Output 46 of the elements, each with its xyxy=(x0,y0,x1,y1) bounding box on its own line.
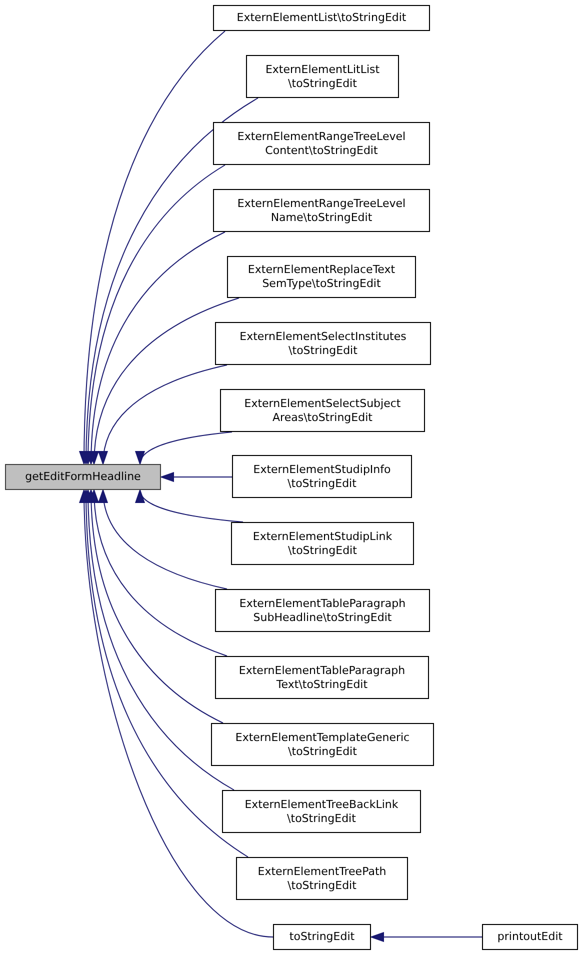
arrow xyxy=(90,298,240,464)
function-name: ExternElementRangeTreeLevel Name\toStringEdit xyxy=(236,196,407,224)
function-box xyxy=(213,189,430,232)
function-name: ExternElementStudipLink \toStringEdit xyxy=(252,530,394,558)
function-name: ExternElementTreePath \toStringEdit xyxy=(256,864,388,892)
function-name: ExternElementTreeBackLink \toStringEdit xyxy=(244,798,400,826)
function-box xyxy=(213,5,430,31)
function-box xyxy=(246,55,399,98)
function-box xyxy=(215,322,431,365)
function-name: ExternElementRangeTreeLevel Content\toStringEdit xyxy=(236,130,407,158)
function-name: printoutEdit xyxy=(497,930,563,944)
arrow xyxy=(138,432,232,464)
arrow xyxy=(86,490,224,724)
function-name: ExternElementTemplateGeneric \toStringEdit xyxy=(234,730,411,758)
function-name: ExternElementTableParagraph Text\toStringEdit xyxy=(238,664,406,692)
function-name: ExternElementTableParagraph SubHeadline\toStringEdit xyxy=(238,596,407,624)
arrow xyxy=(370,932,482,942)
function-name: ExternElementList\toStringEdit xyxy=(236,11,406,25)
function-name: ExternElementStudipInfo \toStringEdit xyxy=(252,462,392,490)
function-box xyxy=(220,389,425,432)
arrow xyxy=(79,490,274,938)
arrow xyxy=(160,472,232,482)
arrow xyxy=(138,490,244,522)
function-box xyxy=(482,924,578,950)
function-box xyxy=(222,790,421,833)
function-name: ExternElementSelectInstitutes \toStringEdit xyxy=(238,330,408,358)
function-box xyxy=(232,455,412,498)
function-box xyxy=(273,924,371,950)
function-name: getEditFormHeadline xyxy=(25,470,141,484)
highlighted-function-box xyxy=(5,464,161,490)
function-box xyxy=(227,256,416,298)
function-name: ExternElementSelectSubject Areas\toStringEdit xyxy=(243,396,402,424)
arrow xyxy=(86,232,226,464)
arrow xyxy=(99,490,228,590)
function-name: ExternElementReplaceText SemType\toStringEdit xyxy=(246,263,396,291)
function-box xyxy=(215,589,430,632)
arrow xyxy=(79,30,226,464)
arrow xyxy=(90,490,228,656)
function-box xyxy=(213,122,430,165)
function-name: toStringEdit xyxy=(289,930,355,944)
function-box xyxy=(215,656,429,699)
arrow xyxy=(99,364,228,464)
function-name: ExternElementLitList \toStringEdit xyxy=(264,62,381,90)
function-box xyxy=(211,723,434,766)
function-box xyxy=(231,522,414,565)
function-box xyxy=(236,857,408,900)
